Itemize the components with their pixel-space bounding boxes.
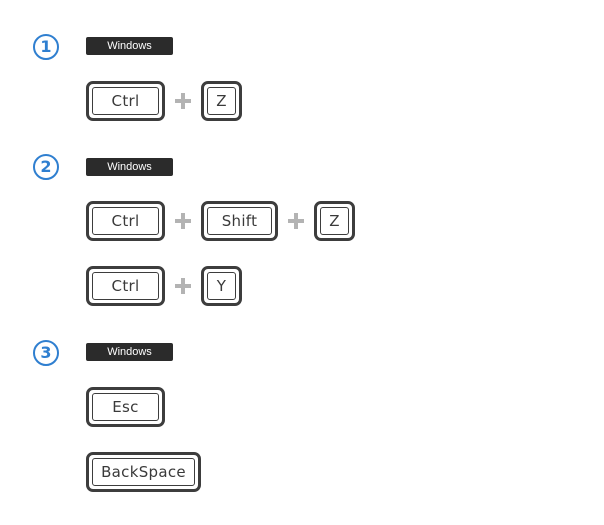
key-label: Z xyxy=(320,207,349,235)
key-z: Z xyxy=(201,81,242,121)
step-number-3: 3 xyxy=(33,340,59,366)
plus-icon xyxy=(278,201,314,241)
step-number-2: 2 xyxy=(33,154,59,180)
key-label: Z xyxy=(207,87,236,115)
shortcut-ctrl-shift-z: Ctrl Shift Z xyxy=(86,201,355,241)
key-label: Ctrl xyxy=(92,207,159,235)
key-label: Ctrl xyxy=(92,87,159,115)
key-label: Shift xyxy=(207,207,272,235)
plus-icon xyxy=(165,81,201,121)
key-shift: Shift xyxy=(201,201,278,241)
key-label: Y xyxy=(207,272,236,300)
os-badge-3: Windows xyxy=(86,343,173,361)
os-badge-1: Windows xyxy=(86,37,173,55)
key-label: Ctrl xyxy=(92,272,159,300)
key-z: Z xyxy=(314,201,355,241)
key-y: Y xyxy=(201,266,242,306)
shortcut-ctrl-z: Ctrl Z xyxy=(86,81,242,121)
os-badge-2: Windows xyxy=(86,158,173,176)
shortcut-ctrl-y: Ctrl Y xyxy=(86,266,242,306)
key-label: Esc xyxy=(92,393,159,421)
key-label: BackSpace xyxy=(92,458,195,486)
step-number-1: 1 xyxy=(33,34,59,60)
plus-icon xyxy=(165,266,201,306)
key-ctrl: Ctrl xyxy=(86,266,165,306)
plus-icon xyxy=(165,201,201,241)
shortcut-esc: Esc xyxy=(86,387,165,427)
key-ctrl: Ctrl xyxy=(86,81,165,121)
key-ctrl: Ctrl xyxy=(86,201,165,241)
shortcut-backspace: BackSpace xyxy=(86,452,201,492)
key-backspace: BackSpace xyxy=(86,452,201,492)
key-esc: Esc xyxy=(86,387,165,427)
